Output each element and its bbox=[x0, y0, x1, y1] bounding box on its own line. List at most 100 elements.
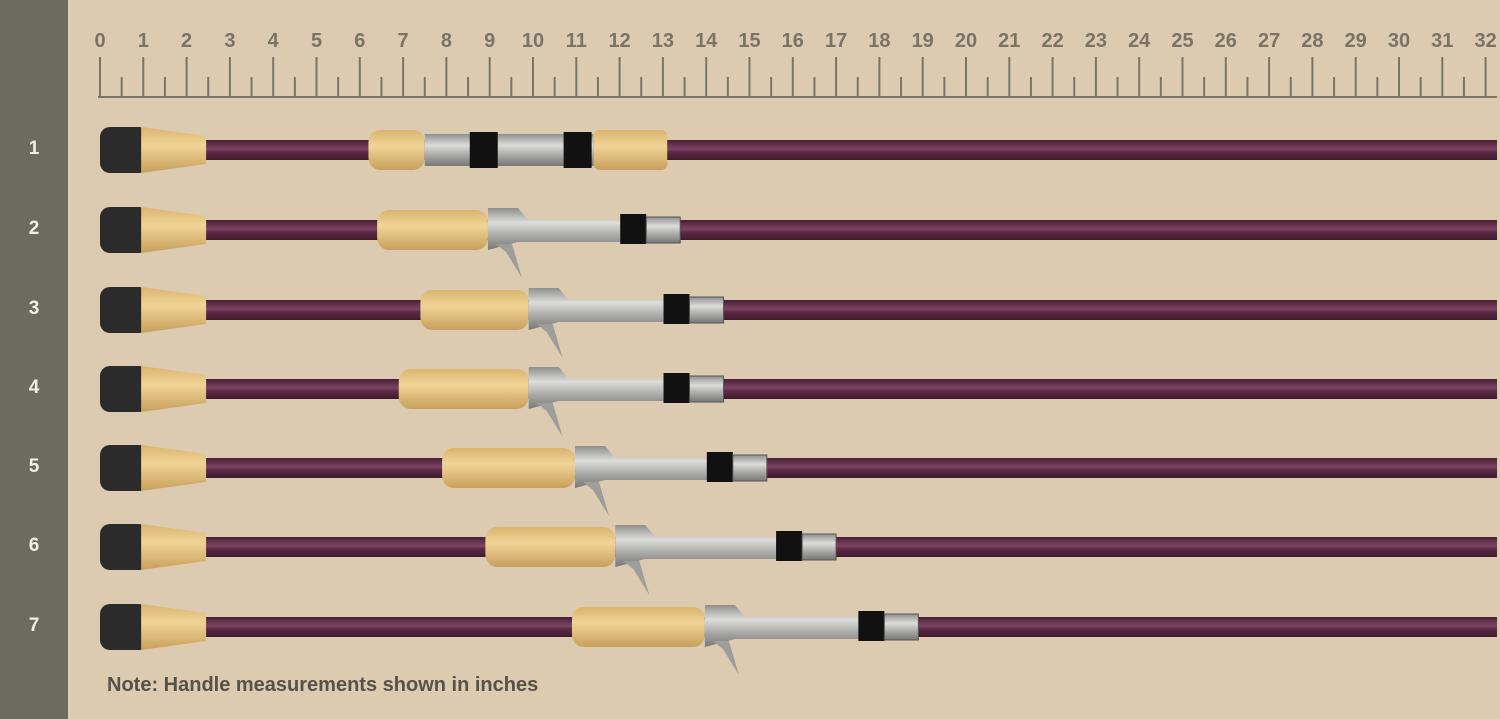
rod-6 bbox=[100, 524, 1497, 595]
winding-check bbox=[732, 454, 768, 482]
ruler-tick-label: 0 bbox=[94, 30, 105, 52]
ruler-tick-label: 28 bbox=[1301, 30, 1323, 52]
ruler-tick-label: 7 bbox=[398, 30, 409, 52]
ruler-tick-label: 26 bbox=[1215, 30, 1237, 52]
row-number: 7 bbox=[28, 615, 40, 636]
fore-grip-cork bbox=[377, 210, 488, 250]
winding-check bbox=[801, 533, 837, 561]
ruler-tick-label: 12 bbox=[608, 30, 630, 52]
ruler-tick-label: 5 bbox=[311, 30, 322, 52]
ruler-tick-label: 23 bbox=[1085, 30, 1107, 52]
hood-ring bbox=[663, 373, 690, 403]
hood-ring bbox=[469, 132, 498, 168]
row-number: 2 bbox=[28, 218, 40, 239]
fore-grip-cork bbox=[398, 369, 529, 409]
ruler-tick-label: 10 bbox=[522, 30, 544, 52]
butt-cap bbox=[100, 524, 150, 570]
hood-ring bbox=[663, 294, 690, 324]
butt-cap bbox=[100, 127, 150, 173]
hood-ring bbox=[620, 214, 647, 244]
ruler-tick-label: 16 bbox=[782, 30, 804, 52]
rod-2 bbox=[100, 207, 1497, 278]
ruler-tick-label: 19 bbox=[912, 30, 934, 52]
trigger bbox=[712, 641, 739, 675]
rod-blank bbox=[203, 300, 1497, 320]
note-text: Note: Handle measurements shown in inche… bbox=[107, 674, 539, 696]
trigger bbox=[623, 561, 650, 595]
rear-grip-cork bbox=[141, 287, 207, 333]
hood-ring bbox=[563, 132, 592, 168]
ruler-tick-label: 14 bbox=[695, 30, 718, 52]
front-grip-cork bbox=[593, 130, 668, 170]
trigger bbox=[495, 244, 522, 278]
ruler-tick-label: 21 bbox=[998, 30, 1020, 52]
winding-check bbox=[883, 613, 919, 641]
ruler-tick-label: 11 bbox=[566, 30, 587, 52]
butt-cap bbox=[100, 604, 150, 650]
reel-seat bbox=[615, 525, 827, 567]
rear-grip-cork bbox=[141, 207, 207, 253]
rod-blank bbox=[203, 458, 1497, 478]
butt-cap bbox=[100, 445, 150, 491]
rear-grip-cork bbox=[141, 366, 207, 412]
ruler-tick-label: 9 bbox=[484, 30, 495, 52]
ruler-tick-label: 22 bbox=[1041, 30, 1063, 52]
ruler-tick-label: 18 bbox=[868, 30, 890, 52]
row-number: 3 bbox=[28, 298, 40, 319]
row-number: 6 bbox=[28, 535, 40, 556]
fore-grip-cork bbox=[485, 527, 616, 567]
rod-blank bbox=[203, 379, 1497, 399]
rods bbox=[100, 127, 1497, 675]
fore-grip-cork bbox=[368, 130, 425, 170]
row-number: 1 bbox=[28, 138, 40, 159]
row-number: 5 bbox=[28, 456, 40, 477]
rear-grip-cork bbox=[141, 524, 207, 570]
butt-cap bbox=[100, 366, 150, 412]
rod-3 bbox=[100, 287, 1497, 358]
ruler-tick-label: 32 bbox=[1474, 30, 1496, 52]
ruler-tick-label: 1 bbox=[138, 30, 149, 52]
rod-7 bbox=[100, 604, 1497, 675]
reel-seat bbox=[704, 605, 909, 647]
ruler-tick-label: 3 bbox=[224, 30, 235, 52]
winding-check bbox=[645, 216, 681, 244]
ruler-tick-label: 31 bbox=[1431, 30, 1453, 52]
ruler-tick-label: 15 bbox=[738, 30, 760, 52]
butt-cap bbox=[100, 287, 150, 333]
fore-grip-cork bbox=[571, 607, 705, 647]
butt-cap bbox=[100, 207, 150, 253]
row-label-column bbox=[0, 0, 68, 719]
rod-4 bbox=[100, 366, 1497, 437]
rod-1 bbox=[100, 127, 1497, 173]
row-number: 4 bbox=[28, 377, 40, 398]
trigger bbox=[536, 403, 563, 437]
rod-blank bbox=[203, 537, 1497, 557]
rod-5 bbox=[100, 445, 1497, 516]
ruler-tick-label: 8 bbox=[441, 30, 452, 52]
ruler-tick-label: 6 bbox=[354, 30, 365, 52]
ruler-tick-label: 13 bbox=[652, 30, 674, 52]
fore-grip-cork bbox=[442, 448, 576, 488]
rear-grip-cork bbox=[141, 445, 207, 491]
ruler-tick-label: 30 bbox=[1388, 30, 1410, 52]
winding-check bbox=[689, 296, 725, 324]
ruler-tick-label: 17 bbox=[825, 30, 847, 52]
ruler-tick-label: 27 bbox=[1258, 30, 1280, 52]
rear-grip-cork bbox=[141, 127, 207, 173]
ruler-tick-label: 29 bbox=[1345, 30, 1367, 52]
rear-grip-cork bbox=[141, 604, 207, 650]
hood-ring bbox=[706, 452, 733, 482]
fore-grip-cork bbox=[420, 290, 529, 330]
hood-ring bbox=[776, 531, 803, 561]
ruler-tick-label: 25 bbox=[1171, 30, 1193, 52]
ruler-tick-label: 24 bbox=[1128, 30, 1151, 52]
trigger bbox=[536, 324, 563, 358]
ruler-tick-label: 2 bbox=[181, 30, 192, 52]
hood-ring bbox=[858, 611, 885, 641]
trigger bbox=[583, 482, 610, 516]
ruler-tick-label: 4 bbox=[268, 30, 280, 52]
winding-check bbox=[689, 375, 725, 403]
ruler-tick-label: 20 bbox=[955, 30, 977, 52]
